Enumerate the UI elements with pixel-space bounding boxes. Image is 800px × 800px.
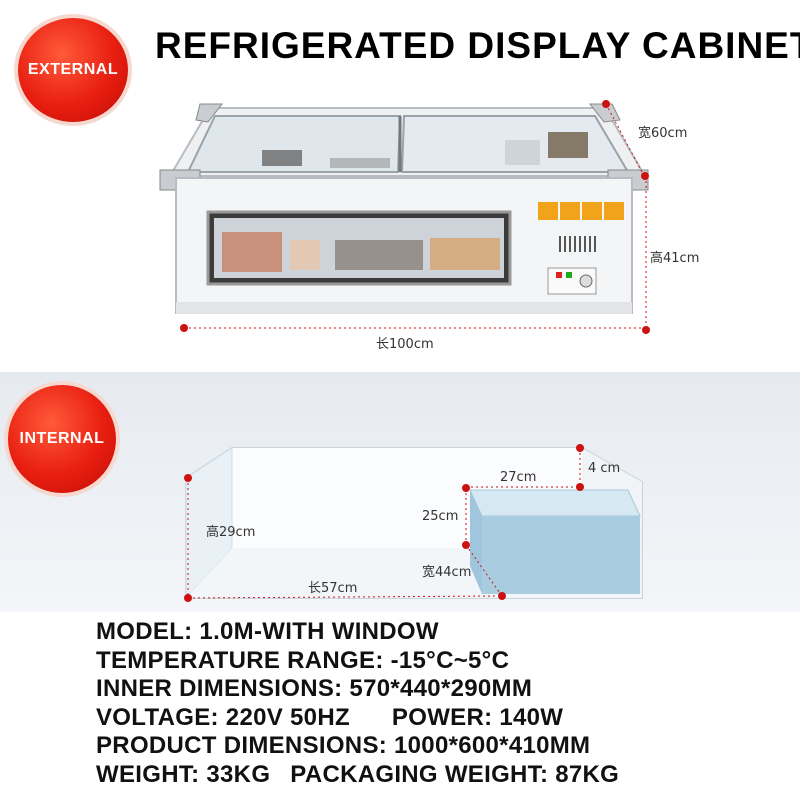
block-length-label: 27cm [500,470,537,485]
external-height-label: 高41cm [650,251,700,266]
spec-model: MODEL: 1.0M-WITH WINDOW [96,618,439,645]
spec-weight: WEIGHT: 33KG [96,760,271,788]
block-height-label: 25cm [422,509,459,524]
spec-packaging-weight: PACKAGING WEIGHT: 87KG [290,760,620,788]
cabinet-illustration [159,100,650,334]
external-badge-label: EXTERNAL [27,61,119,78]
spec-temperature: TEMPERATURE RANGE: -15°C~5°C [96,646,510,674]
internal-length-label: 长57cm [308,581,358,596]
internal-badge-label: INTERNAL [19,430,105,447]
spec-weight-row: WEIGHT: 33KG PACKAGING WEIGHT: 87KG [96,761,619,790]
external-badge: EXTERNAL [18,18,128,122]
external-width-label: 宽60cm [638,126,688,141]
spec-voltage: VOLTAGE: 220V 50HZ [96,703,350,731]
spec-product-dimensions: PRODUCT DIMENSIONS: 1000*600*410MM [96,732,591,759]
internal-width-label: 宽44cm [422,565,472,580]
interior-diagram [184,444,643,602]
external-length-label: 长100cm [376,337,434,352]
page-title: REFRIGERATED DISPLAY CABINET [155,25,800,66]
internal-badge: INTERNAL [8,385,116,493]
internal-height-label: 高29cm [206,525,256,540]
specifications: MODEL: 1.0M-WITH WINDOW TEMPERATURE RANG… [96,618,619,789]
spec-voltage-power-row: VOLTAGE: 220V 50HZ POWER: 140W [96,704,619,733]
ledge-height-label: 4 cm [588,461,621,476]
spec-inner-dimensions: INNER DIMENSIONS: 570*440*290MM [96,675,533,702]
spec-power: POWER: 140W [391,703,564,731]
